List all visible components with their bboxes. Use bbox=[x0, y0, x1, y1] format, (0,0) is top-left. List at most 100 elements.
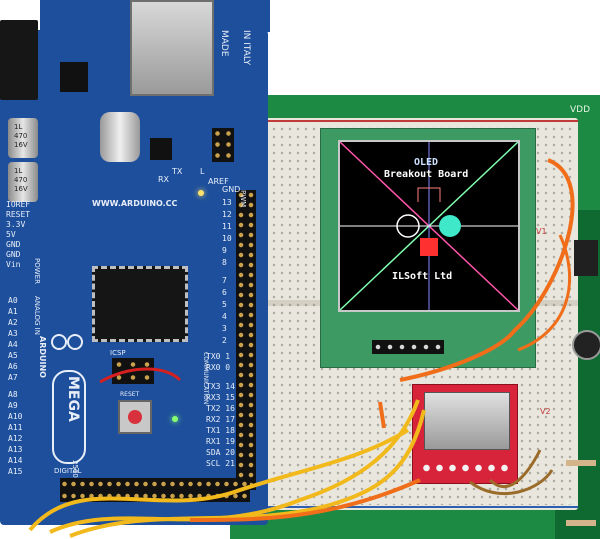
cap2-l: 1L bbox=[14, 167, 23, 175]
pwm-pin-5: 5 bbox=[222, 300, 227, 309]
pwm-pin-9: 9 bbox=[222, 246, 227, 255]
sd-card-pins bbox=[420, 462, 510, 474]
pwm-pin-2: 2 bbox=[222, 336, 227, 345]
comm-pin-rx2: RX2 17 bbox=[206, 415, 235, 424]
breadboard-v1-label: V1 bbox=[536, 227, 547, 236]
gnd-label: GND bbox=[222, 185, 241, 194]
pwm-pin-labels: 13 12 11 10 9 8 7 6 5 4 3 2 bbox=[222, 198, 240, 348]
comm-pin-rx1: RX1 19 bbox=[206, 437, 235, 446]
analog-pin-a11: A11 bbox=[8, 423, 23, 432]
oled-screen bbox=[338, 140, 520, 312]
crystal-oscillator bbox=[100, 112, 140, 162]
breadboard-rail-red bbox=[258, 120, 578, 122]
infinity-icon bbox=[51, 334, 83, 350]
pwm-pin-7: 7 bbox=[222, 276, 227, 285]
power-pin-reset: RESET bbox=[6, 210, 31, 219]
l-led bbox=[198, 190, 204, 196]
power-led bbox=[172, 416, 178, 422]
reset-label: RESET bbox=[120, 391, 140, 398]
power-pin-ioref: IOREF bbox=[6, 200, 31, 209]
reset-button[interactable] bbox=[118, 400, 152, 434]
pwm-pin-4: 4 bbox=[222, 312, 227, 321]
cap1-l: 1L bbox=[14, 123, 23, 131]
top-header-pins bbox=[212, 128, 234, 162]
resistor-1 bbox=[566, 460, 596, 466]
analog-pin-a2: A2 bbox=[8, 318, 18, 327]
voltage-regulator bbox=[574, 240, 598, 276]
usb-connector bbox=[130, 0, 214, 96]
comm-pin-tx2: TX2 16 bbox=[206, 404, 235, 413]
comm-pin-tx1: TX1 18 bbox=[206, 426, 235, 435]
analog-pin-a14: A14 bbox=[8, 456, 23, 465]
l-label: L bbox=[200, 167, 205, 176]
power-pin-3v3: 3.3V bbox=[6, 220, 26, 229]
aref-label: AREF bbox=[208, 177, 229, 186]
comm-pin-tx3: TX3 14 bbox=[206, 382, 235, 391]
sd-card-slot bbox=[424, 392, 510, 450]
pwm-pin-8: 8 bbox=[222, 258, 227, 267]
analog-pin-a6: A6 bbox=[8, 362, 18, 371]
digital-header-pins bbox=[236, 190, 256, 490]
analog-pin-a9: A9 bbox=[8, 401, 18, 410]
analog-pin-a7: A7 bbox=[8, 373, 18, 382]
orange-wire-short bbox=[378, 401, 386, 429]
analog-pin-a13: A13 bbox=[8, 445, 23, 454]
resistor-2 bbox=[566, 520, 596, 526]
analog-pin-labels: A0 A1 A2 A3 A4 A5 A6 A7 A8 A9 A10 A11 A1… bbox=[8, 296, 30, 478]
capacitor-1 bbox=[8, 118, 38, 158]
analog-pin-a3: A3 bbox=[8, 329, 18, 338]
orange-wire-2 bbox=[517, 234, 572, 352]
comm-pin-rx0: RX0 0 bbox=[206, 363, 231, 372]
website-label: WWW.ARDUINO.CC bbox=[92, 199, 178, 208]
r5-label: R5 bbox=[566, 499, 577, 508]
digital-label: DIGITAL bbox=[54, 467, 82, 475]
analog-pin-a5: A5 bbox=[8, 351, 18, 360]
comm-pin-scl: SCL 21 bbox=[206, 459, 235, 468]
cap2-v: 470 bbox=[14, 176, 28, 184]
oled-red-square bbox=[420, 238, 438, 256]
atmega-chip bbox=[92, 266, 188, 342]
pwm-pin-6: 6 bbox=[222, 288, 227, 297]
arduino-infinity-logo bbox=[50, 332, 84, 352]
pwm-pin-13: 13 bbox=[222, 198, 232, 207]
tx-label: TX bbox=[172, 167, 183, 176]
yellow-wire-3 bbox=[69, 409, 426, 538]
cap1-v: 470 bbox=[14, 132, 28, 140]
oled-line-3: ILSoft Ltd bbox=[392, 271, 453, 282]
reset-button-cap[interactable] bbox=[128, 410, 142, 424]
power-pin-5v: 5V bbox=[6, 230, 16, 239]
yellow-wire-1 bbox=[28, 428, 410, 532]
cap2-u: 16V bbox=[14, 185, 28, 193]
comm-pin-sda: SDA 20 bbox=[206, 448, 235, 457]
analog-pin-a10: A10 bbox=[8, 412, 23, 421]
oled-header-pins bbox=[372, 340, 444, 354]
small-ic-1 bbox=[150, 138, 172, 160]
cap1-u: 16V bbox=[14, 141, 28, 149]
regulator bbox=[60, 62, 88, 92]
rx-label: RX bbox=[158, 175, 170, 184]
red-jumper-wire bbox=[99, 367, 182, 384]
orange-wire-bottom bbox=[189, 478, 421, 522]
yellow-wire-2 bbox=[49, 399, 420, 534]
comm-pin-labels: TX0 1 RX0 0 TX3 14 RX3 15 TX2 16 RX2 17 … bbox=[206, 352, 240, 470]
analog-pin-a12: A12 bbox=[8, 434, 23, 443]
analog-pin-a15: A15 bbox=[8, 467, 23, 476]
comm-pin-tx0: TX0 1 bbox=[206, 352, 231, 361]
oled-filled-circle bbox=[439, 215, 461, 237]
mega-logo-ring bbox=[52, 370, 86, 464]
analog-pin-a0: A0 bbox=[8, 296, 18, 305]
oled-outline-circle bbox=[396, 214, 420, 238]
electrolytic-cap bbox=[572, 330, 600, 360]
oled-bracket bbox=[417, 187, 441, 202]
brown-wire-2 bbox=[469, 469, 554, 496]
power-pin-vin: Vin bbox=[6, 260, 21, 269]
analog-pin-a1: A1 bbox=[8, 307, 18, 316]
icsp-label: ICSP bbox=[110, 349, 126, 357]
capacitor-2 bbox=[8, 162, 38, 202]
analog-pin-a4: A4 bbox=[8, 340, 18, 349]
power-pin-gnd1: GND bbox=[6, 240, 21, 249]
power-pin-gnd2: GND bbox=[6, 250, 21, 259]
vdd-label: VDD bbox=[570, 105, 591, 115]
breadboard-v2-label: V2 bbox=[540, 407, 551, 416]
